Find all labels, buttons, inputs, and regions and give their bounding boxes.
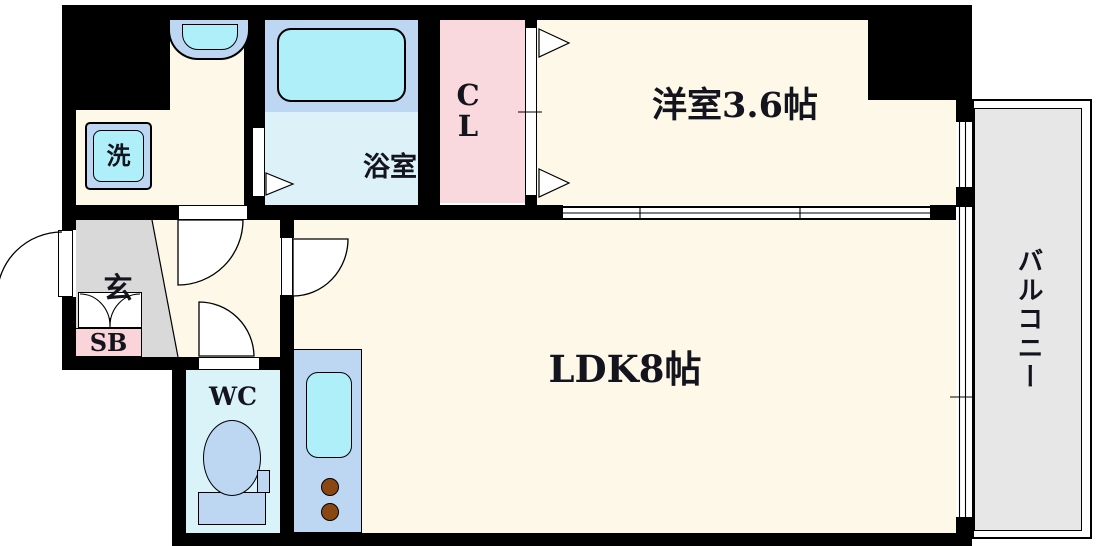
- balcony-label: バルコニー: [1013, 247, 1044, 392]
- wall: [525, 196, 537, 205]
- closet-floor: [440, 20, 525, 203]
- washbasin-bowl: [182, 24, 238, 50]
- wall: [62, 5, 972, 20]
- front-door-leaf: [58, 230, 73, 297]
- toilet-tank: [198, 492, 266, 525]
- wall: [62, 5, 76, 230]
- washing-machine: [93, 130, 144, 182]
- western-room-floor: [537, 20, 868, 205]
- wall: [62, 297, 76, 368]
- toilet-bowl: [203, 420, 261, 496]
- closet-door-track: [525, 27, 537, 196]
- balcony-slab: バルコニー: [974, 108, 1082, 531]
- front-door-arc: [0, 231, 63, 281]
- shoe-box-label: SB: [89, 327, 128, 357]
- wall: [280, 295, 294, 546]
- wall: [248, 205, 563, 220]
- bathtub: [277, 28, 406, 102]
- bathroom-door-track: [252, 127, 265, 197]
- wall: [956, 100, 972, 122]
- wall: [956, 517, 972, 546]
- entrance-label: 玄: [103, 271, 133, 306]
- wc-doorway: [198, 357, 260, 370]
- stove-burner: [321, 503, 339, 521]
- wall: [525, 20, 537, 27]
- wall: [280, 205, 294, 238]
- bathroom-label: 浴室: [363, 152, 417, 184]
- wall: [260, 357, 294, 370]
- toilet-flush-handle: [257, 470, 270, 493]
- shoe-box: [75, 328, 142, 357]
- closet-label: C L: [456, 77, 480, 143]
- wall: [956, 187, 972, 207]
- ldk-window: [956, 207, 972, 517]
- pipe-shaft-block: [62, 5, 170, 110]
- wall: [418, 5, 440, 205]
- washing-machine-label: 洗: [106, 141, 131, 171]
- wall: [172, 368, 186, 546]
- ldk-label: LDK8帖: [548, 347, 702, 392]
- western-room-floor: [868, 100, 956, 205]
- western-room-label: 洋室3.6帖: [652, 85, 818, 127]
- stove-burner: [321, 478, 339, 496]
- wall: [62, 357, 198, 370]
- washroom-doorway: [178, 205, 248, 220]
- kitchen-sink: [306, 372, 352, 458]
- wall: [172, 533, 972, 546]
- sliding-partition: [563, 206, 930, 220]
- wc-label: WC: [209, 381, 257, 411]
- western-room-window: [956, 122, 972, 187]
- pipe-shaft-block: [868, 5, 972, 100]
- wall: [62, 205, 178, 220]
- ldk-floor: [294, 220, 956, 533]
- ldk-doorway: [281, 237, 293, 296]
